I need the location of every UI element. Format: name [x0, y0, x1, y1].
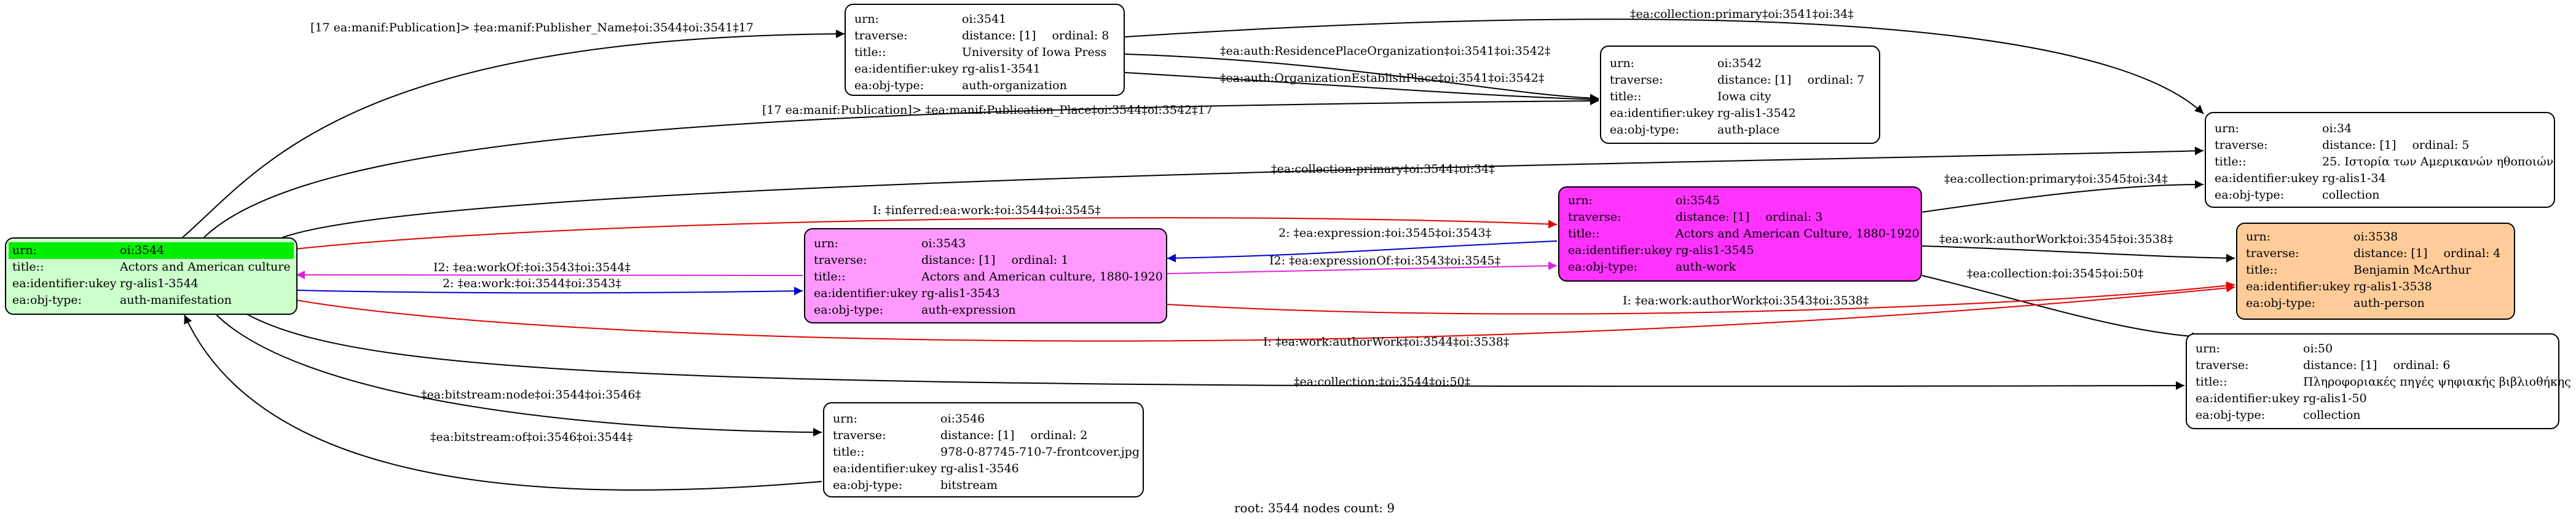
node-field-objtype: ea:obj-type:collection: [2215, 188, 2380, 202]
node-field-urn: urn:oi:3543: [814, 237, 966, 250]
node-field-objtype: ea:obj-type:auth-place: [1610, 123, 1780, 137]
node-field-objtype: ea:obj-type:auth-expression: [814, 303, 1016, 317]
edge-label-e15: I: ‡ea:work:authorWork‡oi:3543‡oi:3538‡: [1623, 294, 1869, 307]
edge-3544-3541-publisher: [181, 30, 845, 239]
node-field-objtype: ea:obj-type:auth-manifestation: [12, 293, 232, 307]
node-field-objtype: ea:obj-type:collection: [2196, 408, 2361, 422]
node-field-objtype: ea:obj-type:auth-person: [2246, 296, 2425, 310]
node-field-objtype: ea:obj-type:auth-work: [1568, 260, 1736, 274]
edge-3544-3543-work: [296, 287, 803, 296]
edge-label-e18: ‡ea:bitstream:node‡oi:3544‡oi:3546‡: [421, 388, 641, 402]
edge-3545-3538-author: [1921, 245, 2235, 263]
edge-label-e12: I2: ‡ea:expressionOf:‡oi:3543‡oi:3545‡: [1269, 254, 1501, 267]
node-field-traverse: traverse:distance: [1]ordinal: 4: [2246, 247, 2501, 260]
edge-label-e8: I: ‡inferred:ea:work:‡oi:3544‡oi:3545‡: [873, 204, 1101, 217]
edge-label-e17: ‡ea:collection:‡oi:3544‡oi:50‡: [1294, 375, 1471, 389]
edge-label-e4: ‡ea:auth:OrganizationEstablishPlace‡oi:3…: [1220, 71, 1545, 85]
node-3544-root[interactable]: urn:oi:3544 title::Actors and American c…: [5, 237, 297, 315]
edge-3541-3542-residence: [1124, 53, 1599, 103]
node-field-urn: urn:oi:3545: [1568, 194, 1720, 207]
node-field-traverse: traverse:distance: [1]ordinal: 5: [2215, 138, 2470, 152]
edge-3544-50-collection: [245, 313, 2185, 390]
edge-label-e6: ‡ea:collection:primary‡oi:3544‡oi:34‡: [1271, 162, 1495, 176]
node-field-urn: urn:oi:50: [2196, 342, 2333, 355]
edge-3544-3538-author-root: [296, 283, 2235, 342]
edge-label-e5: [17 ea:manif:Publication]> ‡ea:manif:Pub…: [762, 103, 1213, 117]
edge-label-e19: ‡ea:bitstream:of‡oi:3546‡oi:3544‡: [430, 430, 633, 444]
node-field-traverse: traverse:distance: [1]ordinal: 3: [1568, 210, 1823, 224]
node-3542[interactable]: urn:oi:3542 traverse:distance: [1]ordina…: [1600, 46, 1880, 144]
edge-3543-3538-author: [1167, 281, 2235, 315]
node-field-objtype: ea:obj-type:auth-organization: [854, 79, 1067, 92]
node-field-traverse: traverse:distance: [1]ordinal: 2: [833, 429, 1088, 442]
node-field-title: title::Actors and American culture: [12, 260, 291, 274]
edge-label-e2: ‡ea:collection:primary‡oi:3541‡oi:34‡: [1630, 7, 1854, 21]
node-field-objtype: ea:obj-type:bitstream: [833, 478, 998, 492]
node-field-urn: urn:oi:3542: [1610, 57, 1762, 70]
edge-3541-3542-establish: [1124, 72, 1599, 104]
node-field-traverse: traverse:distance: [1]ordinal: 6: [2196, 359, 2451, 372]
edge-3545-50-collection: [1921, 275, 2201, 341]
node-field-traverse: traverse:distance: [1]ordinal: 8: [854, 29, 1109, 42]
node-field-urn: urn:oi:3541: [854, 12, 1007, 26]
edge-3545-34-primary: [1921, 180, 2204, 213]
edge-label-e3: ‡ea:auth:ResidencePlaceOrganization‡oi:3…: [1220, 44, 1551, 58]
edge-label-e14: ‡ea:collection:‡oi:3545‡oi:50‡: [1967, 267, 2144, 280]
node-field-title: title::Iowa city: [1610, 90, 1771, 103]
node-field-title: title::Πληροφοριακές πηγές ψηφιακής βιβλ…: [2196, 375, 2571, 389]
edge-3541-34-collection: [1124, 18, 2204, 114]
node-3545[interactable]: urn:oi:3545 traverse:distance: [1]ordina…: [1558, 186, 1922, 282]
edge-3544-3545-inferred: [294, 217, 1558, 250]
node-34[interactable]: urn:oi:34 traverse:distance: [1]ordinal:…: [2205, 112, 2555, 208]
edge-label-e11: I2: ‡ea:workOf:‡oi:3543‡oi:3544‡: [433, 261, 631, 274]
node-field-urn: urn:oi:34: [2215, 122, 2352, 135]
edge-3546-3544-of: [184, 314, 822, 491]
graph-footer: root: 3544 nodes count: 9: [1234, 501, 1395, 515]
node-3538[interactable]: urn:oi:3538 traverse:distance: [1]ordina…: [2236, 223, 2515, 320]
edge-label-e1: [17 ea:manif:Publication]> ‡ea:manif:Pub…: [310, 21, 754, 34]
node-field-urn: urn:oi:3544: [9, 242, 294, 259]
node-field-traverse: traverse:distance: [1]ordinal: 7: [1610, 73, 1865, 87]
node-field-title: title::978-0-87745-710-7-frontcover.jpg: [833, 445, 1140, 459]
node-50[interactable]: urn:oi:50 traverse:distance: [1]ordinal:…: [2186, 333, 2571, 429]
edge-label-e13: 2: ‡ea:work:‡oi:3544‡oi:3543‡: [443, 277, 621, 290]
edge-label-e7: ‡ea:collection:primary‡oi:3545‡oi:34‡: [1944, 172, 2168, 186]
node-field-title: title::Actors and American culture, 1880…: [814, 270, 1163, 283]
node-field-urn: urn:oi:3546: [833, 412, 985, 426]
node-field-traverse: traverse:distance: [1]ordinal: 1: [814, 253, 1069, 267]
node-field-title: title::Benjamin McArthur: [2246, 263, 2472, 277]
edge-3544-3542-place: [202, 97, 1599, 239]
node-field-title: title::Actors and American Culture, 1880…: [1568, 227, 1920, 240]
edge-label-e9: 2: ‡ea:expression:‡oi:3545‡oi:3543‡: [1278, 226, 1492, 240]
node-field-title: title::25. Ιστορία των Αμερικανών ηθοποι…: [2215, 155, 2554, 168]
edge-3545-3543-expression: [1167, 240, 1558, 263]
edge-label-e16: I: ‡ea:work:authorWork‡oi:3544‡oi:3538‡: [1263, 335, 1510, 349]
edge-3544-34-primary: [279, 146, 2204, 239]
edge-label-e10: ‡ea:work:authorWork‡oi:3545‡oi:3538‡: [1939, 232, 2173, 246]
node-3543[interactable]: urn:oi:3543 traverse:distance: [1]ordina…: [804, 228, 1167, 323]
edge-3543-3545-expressionof: [1167, 261, 1558, 274]
node-3546[interactable]: urn:oi:3546 traverse:distance: [1]ordina…: [823, 402, 1144, 497]
edge-3544-3546-node: [215, 313, 822, 437]
node-field-title: title::University of Iowa Press: [854, 46, 1107, 59]
node-field-urn: urn:oi:3538: [2246, 230, 2398, 244]
node-3541[interactable]: urn:oi:3541 traverse:distance: [1]ordina…: [845, 4, 1125, 96]
